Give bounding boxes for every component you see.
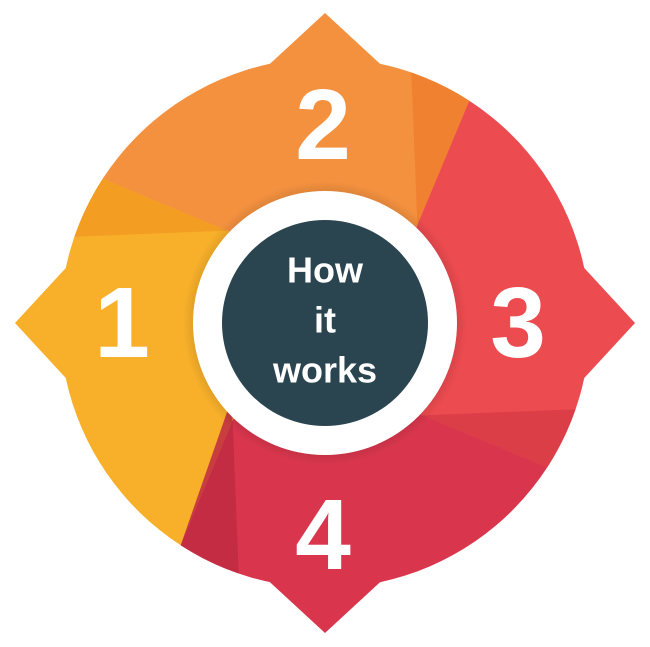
step-4-shade xyxy=(180,398,239,574)
step-3-label: 3 xyxy=(490,267,546,379)
step-labels: 1 2 3 4 xyxy=(94,69,546,591)
step-3-shade xyxy=(400,409,576,468)
step-2-label: 2 xyxy=(295,69,351,181)
center-title-line-2: it xyxy=(314,300,336,341)
step-4-label: 4 xyxy=(295,479,351,591)
step-1-label: 1 xyxy=(94,267,150,379)
step-2-shade xyxy=(411,72,470,248)
center-title-line-3: works xyxy=(272,350,377,391)
step-1-shade xyxy=(74,178,250,237)
center-title-line-1: How xyxy=(287,250,364,291)
center-hub: How it works xyxy=(183,181,467,465)
center-circle xyxy=(222,220,428,426)
